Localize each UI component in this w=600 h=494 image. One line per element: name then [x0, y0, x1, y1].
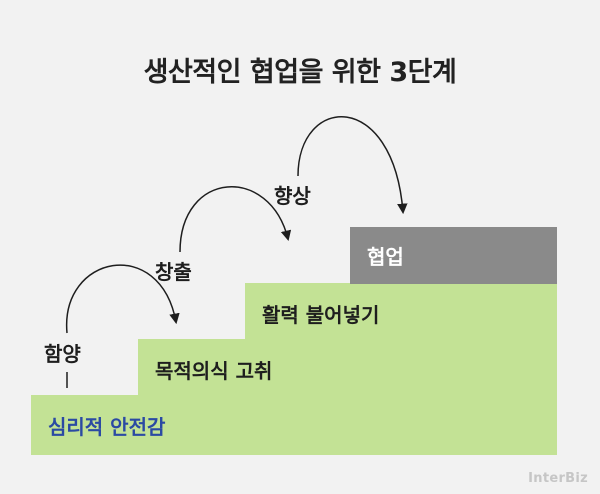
step-label: 활력 불어넣기 — [262, 303, 380, 327]
arrow-label-create: 창출 — [155, 260, 192, 284]
step-collaboration: 협업 — [350, 227, 557, 284]
arrow-2 — [179, 186, 292, 253]
arrow-3 — [297, 116, 408, 215]
step-purpose: 목적의식 고취 — [138, 339, 557, 396]
arrow-label-improve: 향상 — [274, 184, 311, 208]
step-psychological-safety: 심리적 안전감 — [31, 395, 557, 455]
step-energy: 활력 불어넣기 — [245, 283, 557, 340]
diagram-title: 생산적인 협업을 위한 3단계 — [143, 57, 457, 88]
step-label: 협업 — [367, 245, 404, 269]
arrow-label-cultivate: 함양 — [44, 342, 81, 366]
arrow-1 — [66, 264, 180, 334]
step-label: 목적의식 고취 — [155, 359, 273, 383]
step-label: 심리적 안전감 — [48, 415, 166, 439]
watermark-logo: InterBiz — [528, 471, 588, 486]
